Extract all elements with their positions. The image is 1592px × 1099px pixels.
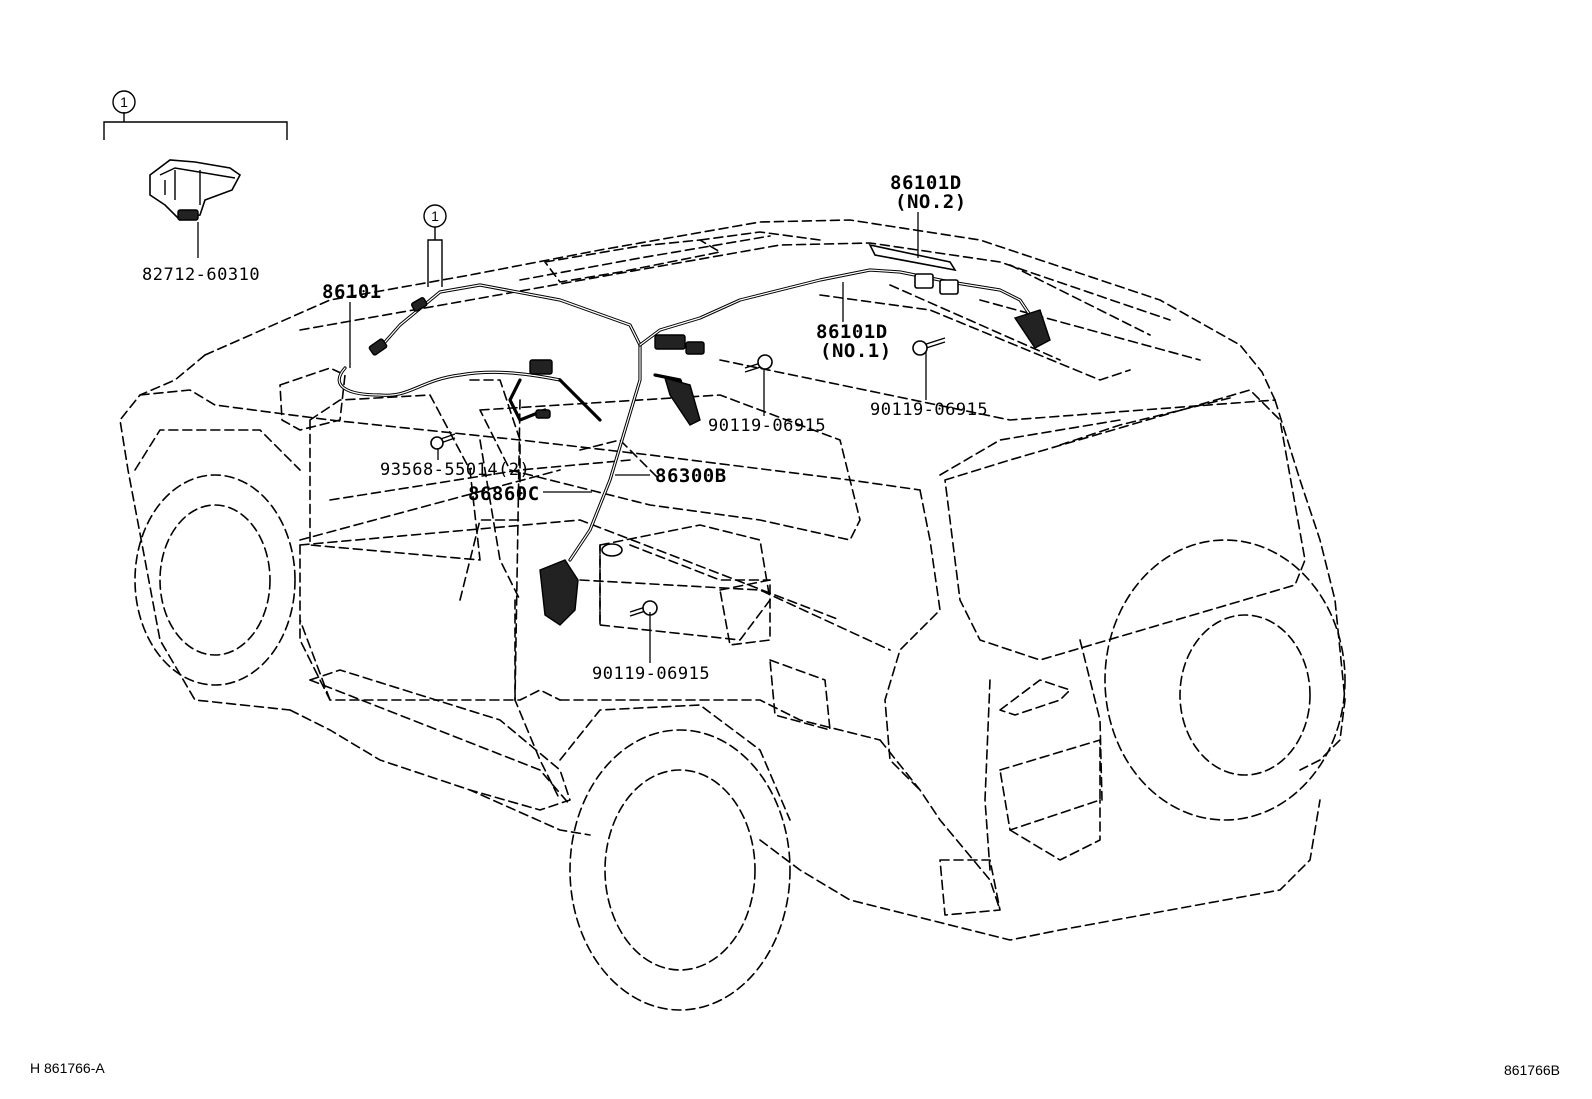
kit-bracket-top-left (103, 112, 288, 140)
part-label-bracket: 82712-60310 (142, 265, 260, 285)
kit-marker-1-label: 1 (120, 94, 128, 110)
part-label-roof-wire-no2: 86101D (890, 172, 962, 194)
part-label-roof-wire-no1: 86101D (816, 321, 888, 343)
kit-marker-2: 1 (423, 204, 447, 228)
leader-lines (197, 212, 927, 663)
part-label-cord: 86860C (468, 483, 540, 505)
part-label-roof-wire-no2-note: (NO.2) (895, 191, 967, 213)
bolt-icon-roof-right (912, 337, 946, 356)
kit-marker-2-label: 1 (431, 208, 439, 224)
footer-right-code: 861766B (1504, 1062, 1560, 1078)
bolt-icon-floor (629, 600, 658, 617)
kit-marker-1: 1 (112, 90, 136, 114)
wire-harness (337, 243, 1051, 626)
part-label-screw-dash: 93568-55014(2) (380, 460, 530, 480)
vehicle-outline (119, 219, 1346, 1011)
part-label-main-harness: 86101 (322, 281, 382, 303)
part-label-bolt-roof-right: 90119-06915 (870, 400, 988, 420)
part-label-amplifier: 86300B (655, 465, 727, 487)
part-label-bolt-floor: 90119-06915 (592, 664, 710, 684)
kit-bracket-harness (427, 227, 443, 287)
part-label-roof-wire-no1-note: (NO.1) (820, 340, 892, 362)
bracket-part-drawing (149, 159, 242, 221)
footer-left-code: H 861766-A (30, 1060, 105, 1076)
bolt-icon-roof-center (744, 354, 773, 373)
screw-icon-dash (430, 433, 456, 450)
part-label-bolt-roof-center: 90119-06915 (708, 416, 826, 436)
